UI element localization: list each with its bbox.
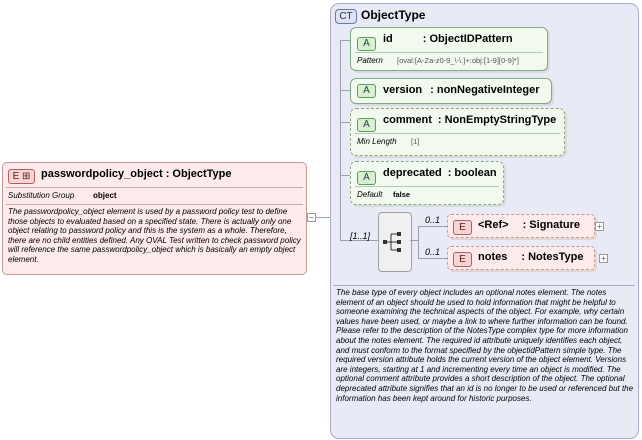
connector-to-ct [315, 217, 330, 218]
attribute-id-facet-label: Pattern [357, 56, 383, 65]
complex-type-title: ObjectType [361, 8, 426, 22]
branch-from-seq [410, 240, 418, 241]
attribute-comment[interactable]: A comment: NonEmptyStringType Min Length… [350, 108, 565, 156]
attribute-deprecated-name: deprecated: boolean [383, 167, 497, 179]
branch-ref [418, 226, 447, 227]
child-ref-name: <Ref>: Signature [478, 219, 581, 231]
attribute-deprecated-facet-label: Default [357, 190, 383, 199]
attribute-version-name: version: nonNegativeInteger [383, 84, 540, 96]
sequence-icon [383, 232, 401, 252]
attribute-badge: A [357, 84, 376, 98]
complex-type-doc-separator [333, 285, 635, 286]
sequence-occurrence: [1..1] [350, 231, 371, 241]
child-notes-name: notes: NotesType [478, 251, 584, 263]
element-badge: E [453, 252, 472, 267]
ref-occurrence: 0..1 [425, 215, 441, 225]
element-badge: E [453, 220, 472, 235]
complex-type-documentation: The base type of every object includes a… [336, 288, 634, 403]
attr-link-id [340, 40, 350, 41]
sequence-compositor[interactable] [378, 212, 412, 272]
expand-ref-button[interactable]: + [595, 222, 604, 231]
notes-occurrence: 0..1 [425, 247, 441, 257]
attr-link-version [340, 90, 350, 91]
substitution-group-label: Substitution Group [8, 191, 75, 200]
complex-type-badge: CT [335, 9, 357, 24]
attribute-id-name: id: ObjectIDPattern [383, 33, 513, 45]
attribute-id[interactable]: A id: ObjectIDPattern Pattern [oval:[A-Z… [350, 27, 548, 71]
child-ref-signature[interactable]: E <Ref>: Signature [447, 214, 595, 238]
attribute-connector-vertical [340, 40, 341, 240]
attribute-id-facet-value: [oval:[A-Za-z0-9_\-\.]+:obj:[1-9][0-9]*] [397, 56, 519, 65]
sequence-connector [340, 240, 378, 241]
attribute-comment-facet-label: Min Length [357, 137, 397, 146]
attribute-badge: A [357, 37, 376, 51]
attribute-deprecated[interactable]: A deprecated: boolean Default false [350, 161, 504, 205]
attribute-badge: A [357, 118, 376, 132]
expand-notes-button[interactable]: + [599, 254, 608, 263]
attribute-comment-name: comment: NonEmptyStringType [383, 114, 557, 126]
element-documentation: The passwordpolicy_object element is use… [8, 207, 301, 264]
passwordpolicy-object-element[interactable]: E ⊞ passwordpolicy_object : ObjectType S… [2, 162, 307, 275]
attribute-comment-facet-value: [1] [411, 137, 420, 146]
attribute-deprecated-facet-value: false [393, 190, 411, 199]
attribute-version[interactable]: A version: nonNegativeInteger [350, 78, 552, 104]
attr-link-deprecated [340, 175, 350, 176]
child-notes[interactable]: E notes: NotesType [447, 246, 595, 270]
element-badge: E ⊞ [8, 169, 35, 184]
element-title: passwordpolicy_object : ObjectType [41, 168, 232, 180]
attr-link-comment [340, 122, 350, 123]
substitution-group-value: object [93, 191, 117, 200]
branch-notes [418, 258, 447, 259]
branch-vertical [418, 226, 419, 258]
attribute-badge: A [357, 171, 376, 185]
